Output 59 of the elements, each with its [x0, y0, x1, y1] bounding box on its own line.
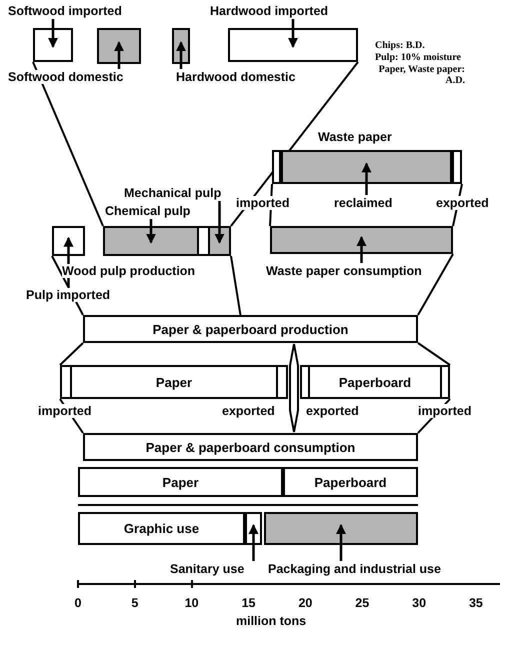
pointer-arrow — [176, 41, 186, 69]
shaded-bar — [270, 226, 453, 254]
pointer-arrow — [356, 236, 366, 263]
axis-title: million tons — [236, 614, 306, 628]
unit-note: Pulp: 10% moisture — [375, 52, 461, 63]
bar-label: Mechanical pulp — [124, 186, 222, 200]
bar-label: imported — [236, 196, 290, 210]
pointer-arrow — [248, 524, 258, 561]
flow-bar: Paper & paperboard consumption — [83, 433, 418, 461]
tick-label: 10 — [184, 596, 200, 610]
flow-bar — [52, 226, 85, 256]
flow-bar — [33, 28, 73, 62]
flow-bar — [103, 226, 231, 256]
flow-line — [417, 254, 454, 316]
pointer-arrow — [362, 162, 372, 195]
tick-label: 15 — [240, 596, 257, 610]
bar-label: Softwood imported — [8, 4, 122, 18]
flow-bar: Paper — [78, 467, 283, 497]
bar-label: Wood pulp production — [62, 264, 196, 278]
bar-label: Packaging and industrial use — [268, 562, 441, 576]
bar-label: Sanitary use — [170, 562, 244, 576]
shaded-bar — [264, 512, 418, 545]
pointer-arrow — [288, 19, 298, 48]
bar-label: Softwood domestic — [8, 70, 124, 84]
shaded-bar — [103, 226, 199, 256]
pointer-arrow — [336, 524, 346, 561]
bar-label: imported — [418, 404, 472, 418]
pointer-arrow — [146, 219, 156, 244]
bar-label: Waste paper — [318, 130, 392, 144]
pointer-arrow — [48, 19, 58, 48]
pointer-arrow — [114, 41, 124, 69]
flow-bar — [228, 28, 358, 62]
flow-bar: Graphic use — [78, 512, 245, 545]
bar-label: imported — [38, 404, 92, 418]
tick-label: 30 — [411, 596, 428, 610]
flow-bar: Paper & paperboard production — [83, 315, 418, 343]
flow-line — [32, 62, 104, 226]
flow-bar: Paperboard — [283, 467, 418, 497]
tick-label: 25 — [354, 596, 370, 610]
bar-label: Waste paper consumption — [266, 264, 422, 278]
bar-label: exported — [222, 404, 275, 418]
bar-label: Pulp imported — [26, 288, 110, 302]
flow-line — [230, 256, 242, 316]
shaded-bar — [208, 226, 231, 256]
bar-label: exported — [436, 196, 489, 210]
bar-label: Hardwood domestic — [176, 70, 296, 84]
bar-label: reclaimed — [334, 196, 392, 210]
pointer-arrow — [214, 201, 224, 244]
tick-label: 35 — [468, 596, 484, 610]
bar-label: Hardwood imported — [210, 4, 328, 18]
flow-line — [59, 342, 84, 366]
shaded-bar — [97, 28, 141, 64]
flow-line — [417, 342, 451, 366]
export-diamond — [289, 343, 299, 433]
bar-label: Chemical pulp — [105, 204, 190, 218]
tick-label: 20 — [297, 596, 314, 610]
unit-note: Paper, Waste paper: A.D. — [378, 64, 465, 86]
unit-note: Chips: B.D. — [375, 40, 425, 51]
bar-label: exported — [306, 404, 359, 418]
